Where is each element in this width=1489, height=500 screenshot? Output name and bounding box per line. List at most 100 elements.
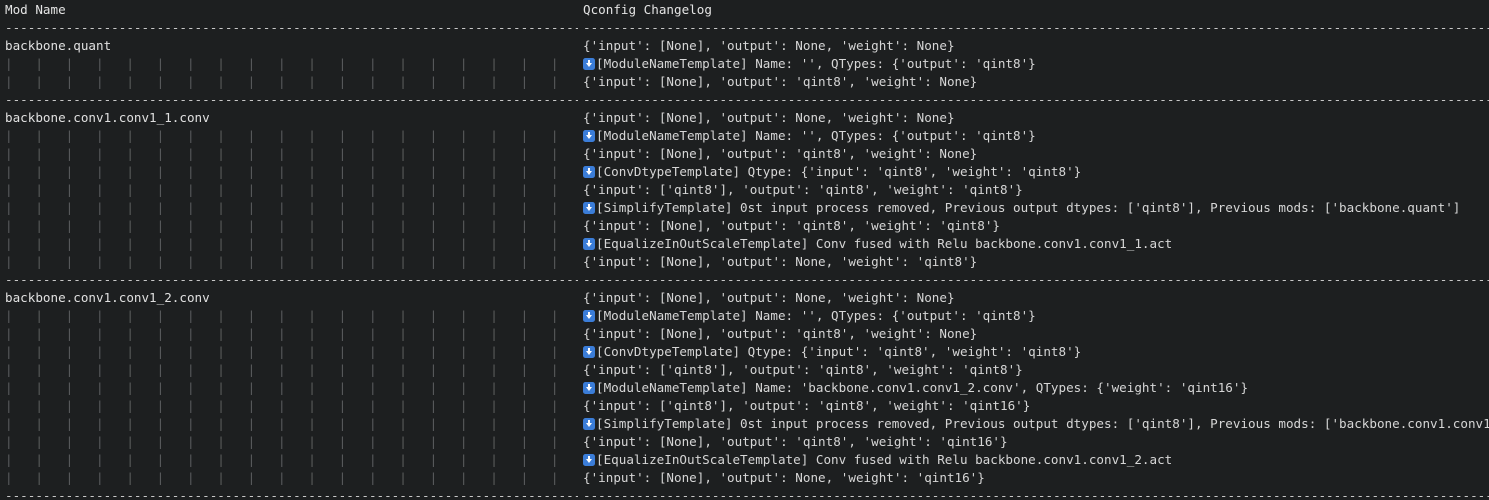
separator-right-cell: ----------------------------------------… [578, 91, 1489, 109]
changelog-line-text: {'input': [None], 'output': None, 'weigh… [583, 38, 955, 53]
mod-name-filler-pipes: | | | | | | | | | | | | | | | | | | | | … [5, 146, 578, 161]
separator-left-cell: ----------------------------------------… [0, 19, 578, 37]
changelog-line-text: [EqualizeInOutScaleTemplate] Conv fused … [596, 236, 1173, 251]
changelog-line-text: {'input': [None], 'output': 'qint8', 'we… [583, 326, 978, 341]
qconfig-changelog-cell: {'input': [None], 'output': None, 'weigh… [578, 289, 1489, 487]
changelog-line-text: [EqualizeInOutScaleTemplate] Conv fused … [596, 452, 1173, 467]
changelog-line-text: {'input': [None], 'output': None, 'weigh… [583, 290, 955, 305]
changelog-transform-line: [EqualizeInOutScaleTemplate] Conv fused … [583, 235, 1489, 253]
mod-name-filler-pipes: | | | | | | | | | | | | | | | | | | | | … [5, 344, 578, 359]
separator-right-cell: ----------------------------------------… [578, 271, 1489, 289]
changelog-line-text: [SimplifyTemplate] 0st input process rem… [596, 416, 1489, 431]
changelog-state-line: {'input': [None], 'output': None, 'weigh… [583, 253, 1489, 271]
mod-name-filler-pipes: | | | | | | | | | | | | | | | | | | | | … [5, 128, 578, 143]
changelog-transform-line: [ConvDtypeTemplate] Qtype: {'input': 'qi… [583, 163, 1489, 181]
changelog-line-text: [ModuleNameTemplate] Name: '', QTypes: {… [596, 56, 1036, 71]
header-cell-qconfig-changelog: Qconfig Changelog [578, 1, 1489, 19]
mod-name-cell: backbone.conv1.conv1_1.conv | | | | | | |… [0, 109, 578, 271]
down-arrow-icon [583, 202, 595, 214]
mod-name-filler-pipes: | | | | | | | | | | | | | | | | | | | | … [5, 218, 578, 233]
separator-left-cell: ----------------------------------------… [0, 91, 578, 109]
changelog-state-line: {'input': [None], 'output': 'qint8', 'we… [583, 325, 1489, 343]
header-label-mod-name: Mod Name [5, 2, 66, 17]
changelog-line-text: [ModuleNameTemplate] Name: '', QTypes: {… [596, 128, 1036, 143]
changelog-transform-line: [ModuleNameTemplate] Name: '', QTypes: {… [583, 307, 1489, 325]
changelog-state-line: {'input': [None], 'output': None, 'weigh… [583, 109, 1489, 127]
mod-name-filler-pipes: | | | | | | | | | | | | | | | | | | | | … [5, 200, 578, 215]
down-arrow-icon [583, 130, 595, 142]
changelog-line-text: {'input': [None], 'output': 'qint8', 'we… [583, 146, 978, 161]
qconfig-changelog-cell: {'input': [None], 'output': None, 'weigh… [578, 109, 1489, 271]
changelog-line-text: [ModuleNameTemplate] Name: '', QTypes: {… [596, 308, 1036, 323]
changelog-state-line: {'input': [None], 'output': 'qint8', 'we… [583, 217, 1489, 235]
changelog-state-line: {'input': ['qint8'], 'output': 'qint8', … [583, 361, 1489, 379]
mod-name-filler-pipes: | | | | | | | | | | | | | | | | | | | | … [5, 326, 578, 341]
changelog-state-line: {'input': [None], 'output': None, 'weigh… [583, 37, 1489, 55]
separator-dashes-right: ----------------------------------------… [583, 92, 1489, 107]
down-arrow-icon [583, 310, 595, 322]
mod-name-label: backbone.quant [5, 38, 112, 53]
changelog-line-text: [ConvDtypeTemplate] Qtype: {'input': 'qi… [596, 344, 1082, 359]
mod-name-filler-pipes: | | | | | | | | | | | | | | | | | | | | … [5, 164, 578, 179]
changelog-transform-line: [ConvDtypeTemplate] Qtype: {'input': 'qi… [583, 343, 1489, 361]
mod-name-filler-pipes: | | | | | | | | | | | | | | | | | | | | … [5, 74, 578, 89]
table-separator-row: ----------------------------------------… [0, 487, 1489, 500]
down-arrow-icon [583, 454, 595, 466]
mod-name-filler-pipes: | | | | | | | | | | | | | | | | | | | | … [5, 380, 578, 395]
changelog-line-text: {'input': [None], 'output': 'qint8', 'we… [583, 74, 978, 89]
changelog-transform-line: [SimplifyTemplate] 0st input process rem… [583, 415, 1489, 433]
separator-left-cell: ----------------------------------------… [0, 271, 578, 289]
table-row: backbone.quant | | | | | | | | | | | | | … [0, 37, 1489, 91]
down-arrow-icon [583, 382, 595, 394]
separator-dashes-right: ----------------------------------------… [583, 20, 1489, 35]
changelog-line-text: {'input': [None], 'output': None, 'weigh… [583, 470, 985, 485]
changelog-line-text: {'input': ['qint8'], 'output': 'qint8', … [583, 362, 1023, 377]
down-arrow-icon [583, 58, 595, 70]
changelog-line-text: {'input': [None], 'output': 'qint8', 'we… [583, 434, 1008, 449]
down-arrow-icon [583, 418, 595, 430]
table-row: backbone.conv1.conv1_1.conv | | | | | | |… [0, 109, 1489, 271]
changelog-state-line: {'input': [None], 'output': 'qint8', 'we… [583, 145, 1489, 163]
changelog-line-text: [SimplifyTemplate] 0st input process rem… [596, 200, 1461, 215]
changelog-state-line: {'input': ['qint8'], 'output': 'qint8', … [583, 181, 1489, 199]
changelog-transform-line: [ModuleNameTemplate] Name: 'backbone.con… [583, 379, 1489, 397]
changelog-state-line: {'input': [None], 'output': None, 'weigh… [583, 289, 1489, 307]
separator-right-cell: ----------------------------------------… [578, 487, 1489, 500]
separator-dashes-left: ----------------------------------------… [5, 272, 578, 287]
header-cell-mod-name: Mod Name [0, 1, 578, 19]
changelog-line-text: {'input': ['qint8'], 'output': 'qint8', … [583, 182, 1023, 197]
mod-name-filler-pipes: | | | | | | | | | | | | | | | | | | | | … [5, 56, 578, 71]
changelog-line-text: [ModuleNameTemplate] Name: 'backbone.con… [596, 380, 1249, 395]
changelog-transform-line: [SimplifyTemplate] 0st input process rem… [583, 199, 1489, 217]
mod-name-filler-pipes: | | | | | | | | | | | | | | | | | | | | … [5, 308, 578, 323]
mod-name-filler-pipes: | | | | | | | | | | | | | | | | | | | | … [5, 362, 578, 377]
down-arrow-icon [583, 346, 595, 358]
mod-name-filler-pipes: | | | | | | | | | | | | | | | | | | | | … [5, 470, 578, 485]
separator-dashes-left: ----------------------------------------… [5, 92, 578, 107]
separator-left-cell: ----------------------------------------… [0, 487, 578, 500]
changelog-state-line: {'input': [None], 'output': None, 'weigh… [583, 469, 1489, 487]
changelog-state-line: {'input': ['qint8'], 'output': 'qint8', … [583, 397, 1489, 415]
mod-name-filler-pipes: | | | | | | | | | | | | | | | | | | | | … [5, 434, 578, 449]
mod-name-label: backbone.conv1.conv1_1.conv [5, 110, 210, 125]
changelog-transform-line: [EqualizeInOutScaleTemplate] Conv fused … [583, 451, 1489, 469]
mod-name-cell: backbone.conv1.conv1_2.conv| | | | | | |… [0, 289, 578, 487]
down-arrow-icon [583, 166, 595, 178]
changelog-line-text: {'input': ['qint8'], 'output': 'qint8', … [583, 398, 1031, 413]
changelog-line-text: [ConvDtypeTemplate] Qtype: {'input': 'qi… [596, 164, 1082, 179]
down-arrow-icon [583, 238, 595, 250]
changelog-state-line: {'input': [None], 'output': 'qint8', 'we… [583, 433, 1489, 451]
mod-name-filler-pipes: | | | | | | | | | | | | | | | | | | | | … [5, 416, 578, 431]
separator-dashes-left: ----------------------------------------… [5, 20, 578, 35]
changelog-line-text: {'input': [None], 'output': None, 'weigh… [583, 254, 978, 269]
mod-name-filler-pipes: | | | | | | | | | | | | | | | | | | | | … [5, 236, 578, 251]
changelog-state-line: {'input': [None], 'output': 'qint8', 'we… [583, 73, 1489, 91]
table-separator-row: ----------------------------------------… [0, 19, 1489, 37]
separator-dashes-right: ----------------------------------------… [583, 272, 1489, 287]
mod-name-filler-pipes: | | | | | | | | | | | | | | | | | | | | … [5, 182, 578, 197]
header-label-qconfig-changelog: Qconfig Changelog [583, 2, 712, 17]
table-header-row: Mod Name Qconfig Changelog [0, 1, 1489, 19]
mod-name-filler-pipes: | | | | | | | | | | | | | | | | | | | | … [5, 452, 578, 467]
mod-name-filler-pipes: | | | | | | | | | | | | | | | | | | | | … [5, 254, 578, 269]
